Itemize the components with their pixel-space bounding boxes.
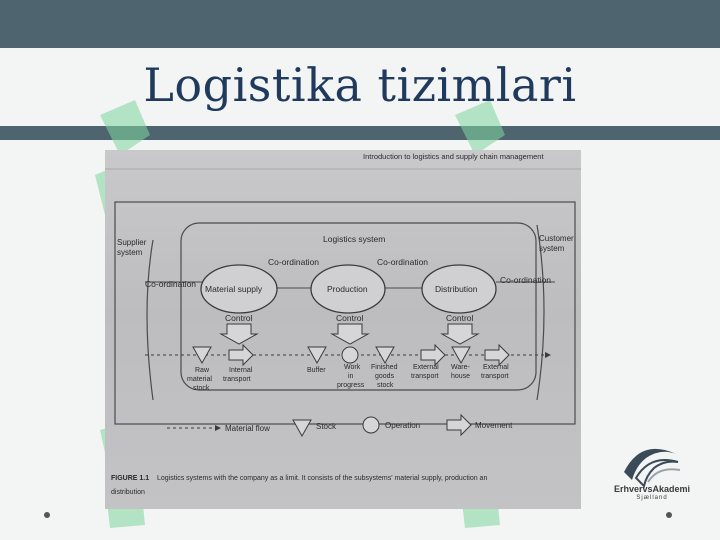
- distribution-label: Distribution: [435, 284, 478, 294]
- distribution-node: [421, 264, 497, 314]
- control-arrow-icon: [219, 323, 259, 345]
- title-underline-band: [0, 126, 720, 140]
- material-supply-label: Material supply: [205, 284, 263, 294]
- movement-icon: [228, 343, 254, 367]
- production-node: [310, 264, 386, 314]
- customer-label-1: Customer: [539, 234, 574, 243]
- top-band: [0, 0, 720, 48]
- caption-label: FIGURE 1.1: [111, 475, 149, 482]
- stock-icon: [375, 346, 395, 365]
- supplier-label-1: Supplier: [117, 238, 147, 247]
- movement-icon: [420, 343, 446, 367]
- customer-label-2: system: [539, 244, 565, 253]
- legend-movement: Movement: [475, 421, 513, 430]
- caption-line2: distribution: [111, 489, 145, 496]
- caption-line1: Logistics systems with the company as a …: [157, 475, 487, 482]
- control-arrow-icon: [330, 323, 370, 345]
- flow-label-warehouse: Ware-house: [451, 364, 470, 380]
- coordination-top-1: Co-ordination: [268, 257, 319, 267]
- stock-icon: [451, 346, 471, 365]
- control-label-2: Control: [336, 313, 364, 323]
- stock-icon: [307, 346, 327, 365]
- legend-movement-icon: [446, 413, 472, 437]
- legend-operation-icon: [362, 416, 380, 434]
- control-label-1: Control: [225, 313, 253, 323]
- legend-material-flow: Material flow: [225, 424, 270, 433]
- slide-corner-dot: [44, 512, 50, 518]
- control-label-3: Control: [446, 313, 474, 323]
- legend-stock: Stock: [316, 422, 337, 431]
- movement-icon: [484, 343, 510, 367]
- material-supply-node: [200, 264, 278, 314]
- control-arrow-icon: [440, 323, 480, 345]
- supplier-label-2: system: [117, 248, 143, 257]
- logo-sub: Sjælland: [636, 495, 668, 501]
- coordination-left: Co-ordination: [145, 279, 196, 289]
- flow-label-buffer: Buffer: [307, 367, 326, 374]
- stock-icon: [192, 346, 212, 365]
- coordination-top-2: Co-ordination: [377, 257, 428, 267]
- legend-stock-icon: [292, 419, 312, 438]
- legend-operation: Operation: [385, 421, 420, 430]
- logo-name: ErhvervsAkademi: [613, 484, 691, 494]
- slide-corner-dot: [666, 512, 672, 518]
- slide-title: Logistika tizimlari: [143, 58, 577, 112]
- production-label: Production: [327, 284, 368, 294]
- logistics-system-box: [180, 222, 537, 391]
- erhvervsakademi-logo-icon: [624, 448, 681, 489]
- operation-icon: [341, 346, 359, 364]
- figure-photo: Introduction to logistics and supply cha…: [105, 150, 581, 509]
- coordination-right: Co-ordination: [500, 275, 551, 285]
- logistics-system-label: Logistics system: [323, 234, 385, 244]
- running-head: Introduction to logistics and supply cha…: [363, 152, 544, 161]
